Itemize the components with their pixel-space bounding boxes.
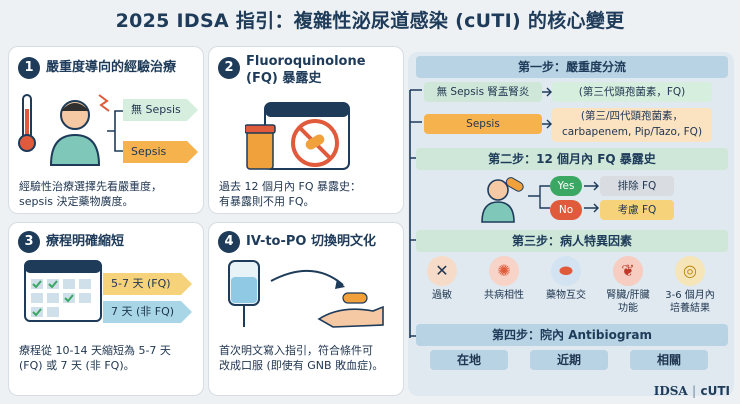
- page-title: 2025 IDSA 指引：複雜性泌尿道感染 (cUTI) 的核心變更: [115, 10, 625, 32]
- factor-culture: ◎ 3-6 個月內 培養結果: [662, 256, 718, 315]
- sepsis-pill: Sepsis: [424, 114, 542, 134]
- card-severity: 1 嚴重度導向的經驗治療 無 Sepsis Sepsis 經驗性治療選擇先看嚴重…: [8, 46, 204, 214]
- factor-label: 過敏: [432, 290, 452, 301]
- yes-badge: Yes: [550, 176, 582, 196]
- calendar-icon: [24, 260, 102, 322]
- factor-label: 藥物互交: [546, 290, 586, 301]
- non-fq-duration-tag: 7 天 (非 FQ): [103, 301, 192, 323]
- sepsis-result-1: (第三/四代頭孢菌素，: [552, 108, 712, 125]
- patient-pill-icon: [481, 177, 524, 223]
- calendar-no-pill-icon: [245, 102, 350, 170]
- step3-header: 第三步：病人特異因素: [416, 230, 728, 252]
- exclude-fq-result: 排除 FQ: [600, 176, 674, 196]
- footer-tag: cUTI: [700, 384, 730, 398]
- factor-allergy: ✕ 過敏: [414, 256, 470, 302]
- factor-drug-interaction: ⬬ 藥物互交: [538, 256, 594, 302]
- footer-brand: IDSA | cUTI: [654, 384, 730, 398]
- factor-renal-hepatic: ❦ 腎臟/肝臟 功能: [600, 256, 656, 315]
- card-iv-to-po: 4 IV-to-PO 切換明文化 首次明文寫入指引，符合條件可 改成口服 (即使…: [208, 222, 404, 396]
- consider-fq-result: 考慮 FQ: [600, 200, 674, 220]
- antibiogram-relevant: 相關: [630, 350, 708, 370]
- idsa-logo: IDSA: [653, 384, 688, 398]
- pills-icon: ⬬: [551, 256, 581, 286]
- thermometer-patient-icon: [18, 94, 110, 166]
- kidney-icon: ❦: [613, 256, 643, 286]
- flow-connector-lines: [409, 89, 422, 338]
- card-desc-1: 過去 12 個月內 FQ 暴露史：: [219, 180, 361, 193]
- virus-icon: ✺: [489, 256, 519, 286]
- sepsis-tag: Sepsis: [123, 141, 198, 163]
- card-desc-1: 經驗性治療選擇先看嚴重度，: [19, 180, 162, 193]
- card-desc-2: (FQ) 或 7 天 (非 FQ)。: [19, 359, 135, 372]
- footer-divider: |: [691, 384, 701, 398]
- card-title: 療程明確縮短: [46, 234, 125, 249]
- card-title-1: Fluoroquinolone: [246, 54, 366, 69]
- card-title-2: (FQ) 暴露史: [246, 71, 322, 86]
- factor-label-2: 功能: [618, 303, 638, 314]
- factor-label: 共病相性: [484, 290, 524, 301]
- factor-comorbidity: ✺ 共病相性: [476, 256, 532, 302]
- card-desc-1: 首次明文寫入指引，符合條件可: [219, 344, 373, 357]
- card-number: 1: [18, 57, 40, 79]
- card-duration: 3 療程明確縮短 5-7 天 (FQ) 7 天 (非 FQ) 療程從 10-14…: [8, 222, 204, 396]
- step1-header: 第一步：嚴重度分流: [416, 56, 728, 78]
- factor-label: 腎臟/肝臟: [606, 290, 650, 301]
- card-desc-2: sepsis 決定藥物廣度。: [19, 195, 134, 208]
- card-number: 4: [218, 231, 240, 253]
- no-sepsis-tag: 無 Sepsis: [123, 99, 198, 121]
- arrow-right-icon: [542, 87, 552, 129]
- factor-label: 3-6 個月內: [665, 290, 715, 301]
- factor-label-2: 培養結果: [670, 303, 710, 314]
- card-fq-exposure: 2 Fluoroquinolone (FQ) 暴露史 過去 12 個月內 FQ …: [208, 46, 404, 214]
- card-desc-1: 療程從 10-14 天縮短為 5-7 天: [19, 344, 171, 357]
- no-badge: No: [550, 200, 582, 220]
- card-number: 2: [218, 57, 240, 79]
- step4-header: 第四步：院內 Antibiogram: [416, 324, 728, 346]
- no-sepsis-result: (第三代頭孢菌素，FQ): [552, 82, 712, 102]
- petri-dish-icon: ◎: [675, 256, 705, 286]
- allergy-icon: ✕: [427, 256, 457, 286]
- antibiogram-local: 在地: [430, 350, 508, 370]
- iv-bag-to-pill-icon: [228, 260, 384, 328]
- card-number: 3: [18, 231, 40, 253]
- card-desc-2: 有暴露則不用 FQ。: [219, 195, 315, 208]
- card-desc-2: 改成口服 (即使有 GNB 敗血症)。: [219, 359, 384, 372]
- branch-arrow-icon: [107, 110, 123, 152]
- branch-arrow-icon: [528, 181, 599, 213]
- card-title: IV-to-PO 切換明文化: [246, 234, 376, 249]
- step2-header: 第二步：12 個月內 FQ 暴露史: [416, 148, 728, 170]
- sepsis-result-2: carbapenem, Pip/Tazo, FQ): [552, 125, 712, 142]
- no-sepsis-pill: 無 Sepsis 腎盂腎炎: [424, 82, 542, 102]
- card-title: 嚴重度導向的經驗治療: [46, 60, 177, 75]
- fq-duration-tag: 5-7 天 (FQ): [103, 273, 192, 295]
- antibiogram-recent: 近期: [530, 350, 608, 370]
